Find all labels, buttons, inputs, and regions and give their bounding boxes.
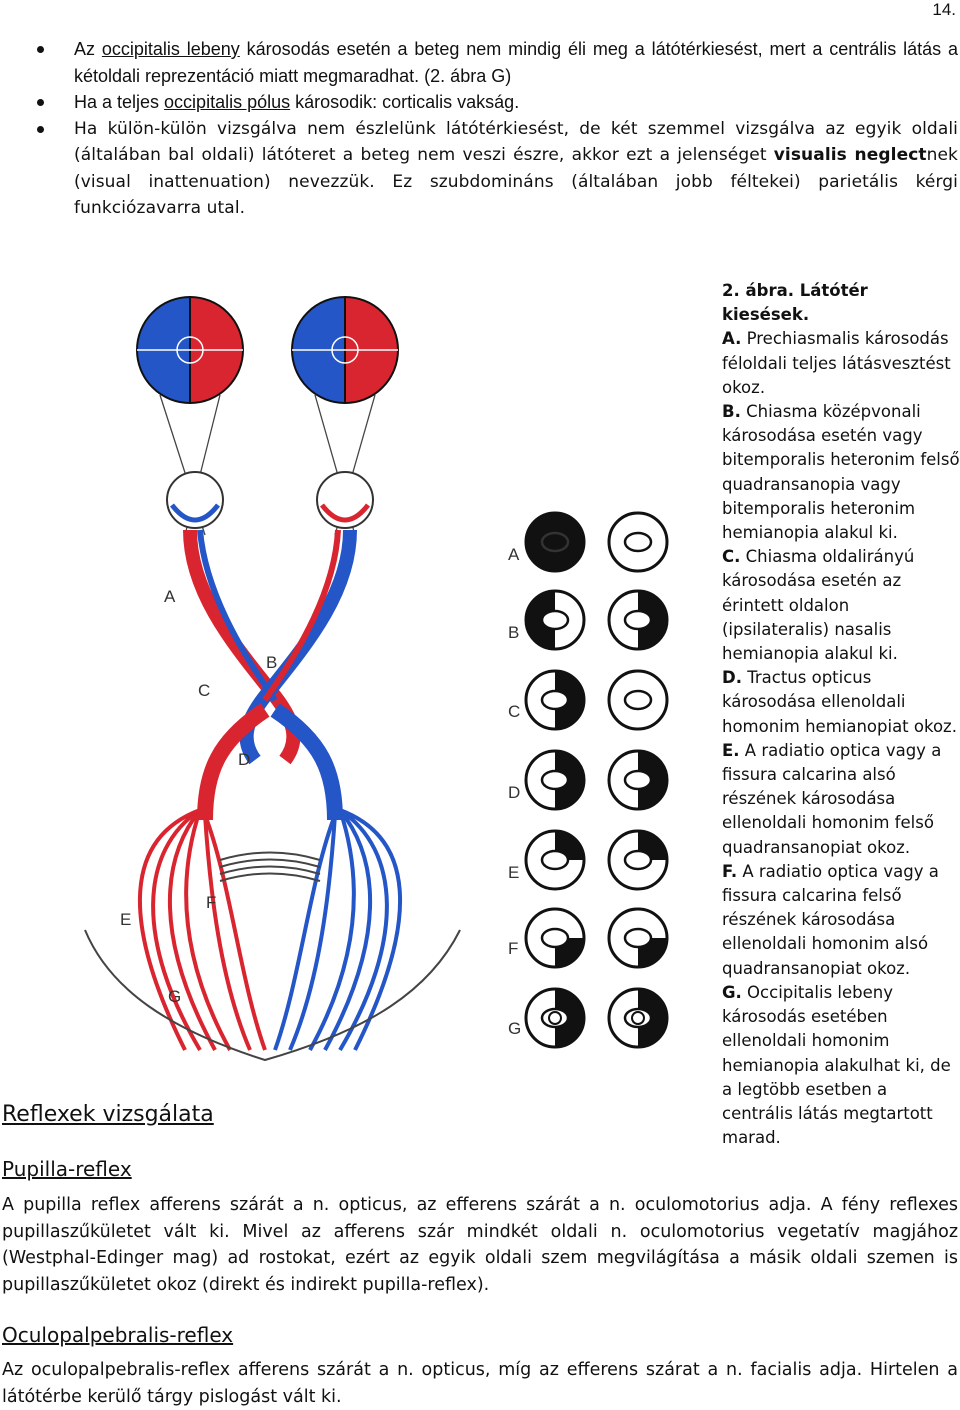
caption-text: A radiatio optica vagy a fissura calcari… xyxy=(722,861,939,978)
visual-field-circle xyxy=(524,829,586,891)
caption-item: A. Prechiasmalis károsodás féloldali tel… xyxy=(722,327,960,400)
bullet-text: károsodik: corticalis vakság. xyxy=(290,92,520,112)
bullet-text: Az xyxy=(74,39,102,59)
bullet-text: Ha a teljes xyxy=(74,92,165,112)
caption-key: B. xyxy=(722,402,741,422)
right-optic-radiation xyxy=(273,808,402,1052)
subsection-heading-pupil: Pupilla-reflex xyxy=(2,1157,132,1181)
bullet-term: occipitalis lebeny xyxy=(101,39,240,59)
caption-text: Occipitalis lebeny károsodás esetében el… xyxy=(722,982,951,1148)
midbrain-structure xyxy=(219,851,321,882)
caption-key: E. xyxy=(722,740,740,760)
figure-label-f: F xyxy=(206,893,216,912)
visual-field-circle xyxy=(524,987,586,1049)
bullet-item: Ha a teljes occipitalis pólus károsodik:… xyxy=(0,89,960,116)
bullet-term: visualis neglect xyxy=(773,145,927,165)
figure-label-b: B xyxy=(266,653,277,672)
left-eye xyxy=(166,471,224,529)
bullet-icon xyxy=(37,125,44,133)
right-optic-tract xyxy=(270,703,343,821)
field-label-f: F xyxy=(508,939,518,958)
figure-label-e: E xyxy=(120,910,131,929)
field-label-d: D xyxy=(508,783,520,802)
caption-item: C. Chiasma oldalirányú károsodása esetén… xyxy=(722,545,960,666)
subsection-heading-oculopalpebral: Oculopalpebralis-reflex xyxy=(2,1323,234,1347)
occipital-cortex-outline xyxy=(84,929,461,1062)
left-optic-tract xyxy=(197,703,270,821)
field-label-g: G xyxy=(508,1019,521,1038)
visual-field-circle xyxy=(607,829,669,891)
bullet-text: Ha külön-külön vizsgálva nem észlelünk l… xyxy=(74,118,958,166)
field-label-e: E xyxy=(508,863,519,882)
caption-text: Chiasma oldalirányú károsodása esetén az… xyxy=(722,547,915,664)
caption-key: F. xyxy=(722,861,738,881)
left-optic-radiation xyxy=(138,808,267,1052)
bullet-term: occipitalis pólus xyxy=(164,92,291,112)
left-nasal-fibers xyxy=(197,529,278,702)
pupil-reflex-text: A pupilla reflex afferens szárát a n. op… xyxy=(2,1195,958,1295)
caption-key: G. xyxy=(722,982,742,1002)
visual-field-circle xyxy=(607,907,669,969)
caption-item: F. A radiatio optica vagy a fissura calc… xyxy=(722,860,960,981)
caption-item: G. Occipitalis lebeny károsodás esetében… xyxy=(722,981,960,1150)
caption-item: D. Tractus opticus károsodása ellenoldal… xyxy=(722,666,960,739)
caption-text: Chiasma középvonali károsodása esetén va… xyxy=(722,402,960,543)
caption-item: E. A radiatio optica vagy a fissura calc… xyxy=(722,739,960,860)
bullet-item: Ha külön-külön vizsgálva nem észlelünk l… xyxy=(0,116,960,222)
visual-field-circle xyxy=(607,987,669,1049)
figure-caption: 2. ábra. Látótér kiesések. A. Prechiasma… xyxy=(722,279,960,1150)
visual-field-circle xyxy=(607,589,669,651)
left-eye-field xyxy=(136,295,244,405)
bullet-icon xyxy=(37,46,44,53)
field-label-c: C xyxy=(508,702,520,721)
visual-field-circle xyxy=(524,907,586,969)
bullet-item: Az occipitalis lebeny károsodás esetén a… xyxy=(0,36,960,89)
visual-field-circle xyxy=(607,669,669,731)
page-number: 14. xyxy=(932,0,956,19)
visual-field-circle xyxy=(524,589,586,651)
caption-item: B. Chiasma középvonali károsodása esetén… xyxy=(722,400,960,545)
caption-text: Tractus opticus károsodása ellenoldali h… xyxy=(722,668,957,736)
visual-field-circle xyxy=(607,749,669,811)
bullet-text: károsodás esetén a beteg nem mindig éli … xyxy=(74,39,959,86)
caption-text: A radiatio optica vagy a fissura calcari… xyxy=(722,740,942,857)
bullet-icon xyxy=(37,99,44,106)
bullet-text: nek (visual inattenuation) nevezzük. Ez … xyxy=(74,145,958,218)
visual-pathway-figure: A B C D E F G xyxy=(84,295,461,1062)
field-label-b: B xyxy=(508,623,519,642)
visual-field-circle xyxy=(607,511,669,573)
visual-field-circle xyxy=(524,511,586,573)
figure-label-a: A xyxy=(164,587,176,606)
bullet-list: Az occipitalis lebeny károsodás esetén a… xyxy=(0,36,960,222)
right-nasal-fibers xyxy=(262,529,341,702)
visual-field-circle xyxy=(524,669,586,731)
figure-label-d: D xyxy=(238,750,250,769)
visual-field-circle xyxy=(524,749,586,811)
right-eye xyxy=(316,471,374,529)
caption-key: A. xyxy=(722,329,742,349)
oculopalpebral-reflex-text: Az oculopalpebralis-reflex afferens szár… xyxy=(2,1360,958,1407)
caption-text: Prechiasmalis károsodás féloldali teljes… xyxy=(722,329,951,397)
right-eye-field xyxy=(291,295,399,405)
visual-field-diagrams: A B C D E F G xyxy=(508,511,669,1049)
section-heading-reflexes: Reflexek vizsgálata xyxy=(2,1102,214,1127)
figure-label-g: G xyxy=(168,987,181,1006)
caption-key: C. xyxy=(722,547,741,567)
caption-key: D. xyxy=(722,668,742,688)
figure-label-c: C xyxy=(198,681,210,700)
field-label-a: A xyxy=(508,545,520,564)
caption-title: 2. ábra. Látótér kiesések. xyxy=(722,281,868,325)
